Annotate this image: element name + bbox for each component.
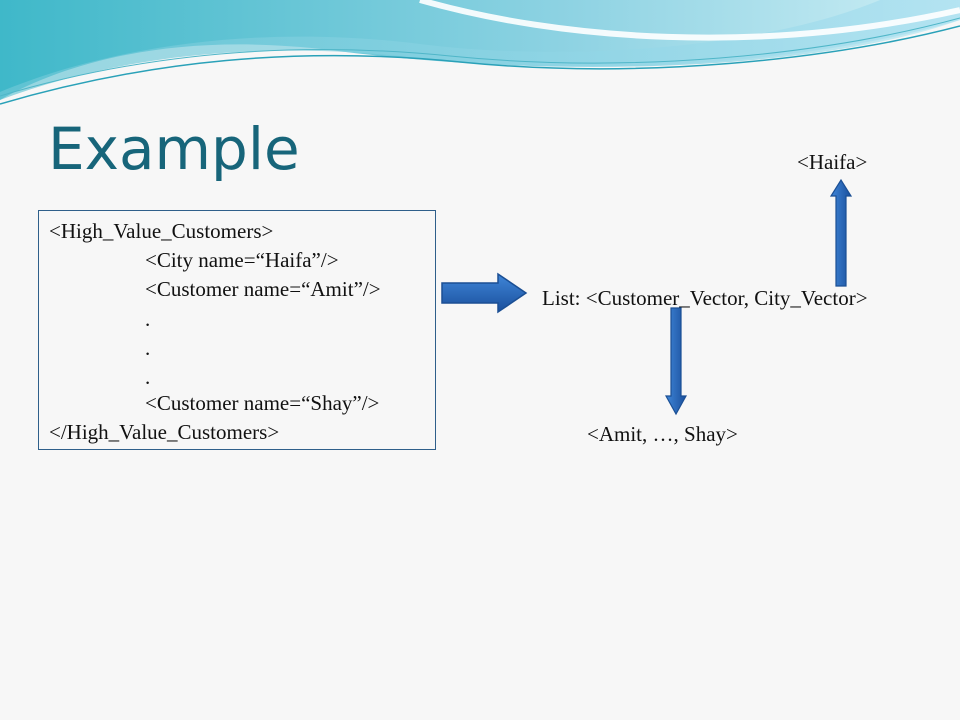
- header-wave-decoration: [0, 0, 960, 105]
- list-label: List: <Customer_Vector, City_Vector>: [542, 286, 868, 310]
- xml-city-element: <City name=“Haifa”/>: [145, 248, 339, 272]
- slide-title: Example: [48, 115, 300, 183]
- up-arrow-icon: [830, 178, 852, 287]
- city-vector-result: <Haifa>: [797, 150, 868, 174]
- xml-ellipsis-dot: .: [145, 336, 151, 360]
- xml-customer-element-amit: <Customer name=“Amit”/>: [145, 277, 381, 301]
- xml-customer-element-shay: <Customer name=“Shay”/>: [145, 391, 380, 415]
- xml-ellipsis-dot: .: [145, 307, 151, 331]
- xml-root-open-tag: <High_Value_Customers>: [49, 219, 274, 243]
- customer-vector-result: <Amit, …, Shay>: [587, 422, 738, 446]
- down-arrow-icon: [665, 307, 687, 416]
- xml-root-close-tag: </High_Value_Customers>: [49, 420, 280, 444]
- xml-ellipsis-dot: .: [145, 365, 151, 389]
- right-arrow-icon: [441, 272, 528, 314]
- xml-document-box: <High_Value_Customers> <City name=“Haifa…: [38, 210, 436, 450]
